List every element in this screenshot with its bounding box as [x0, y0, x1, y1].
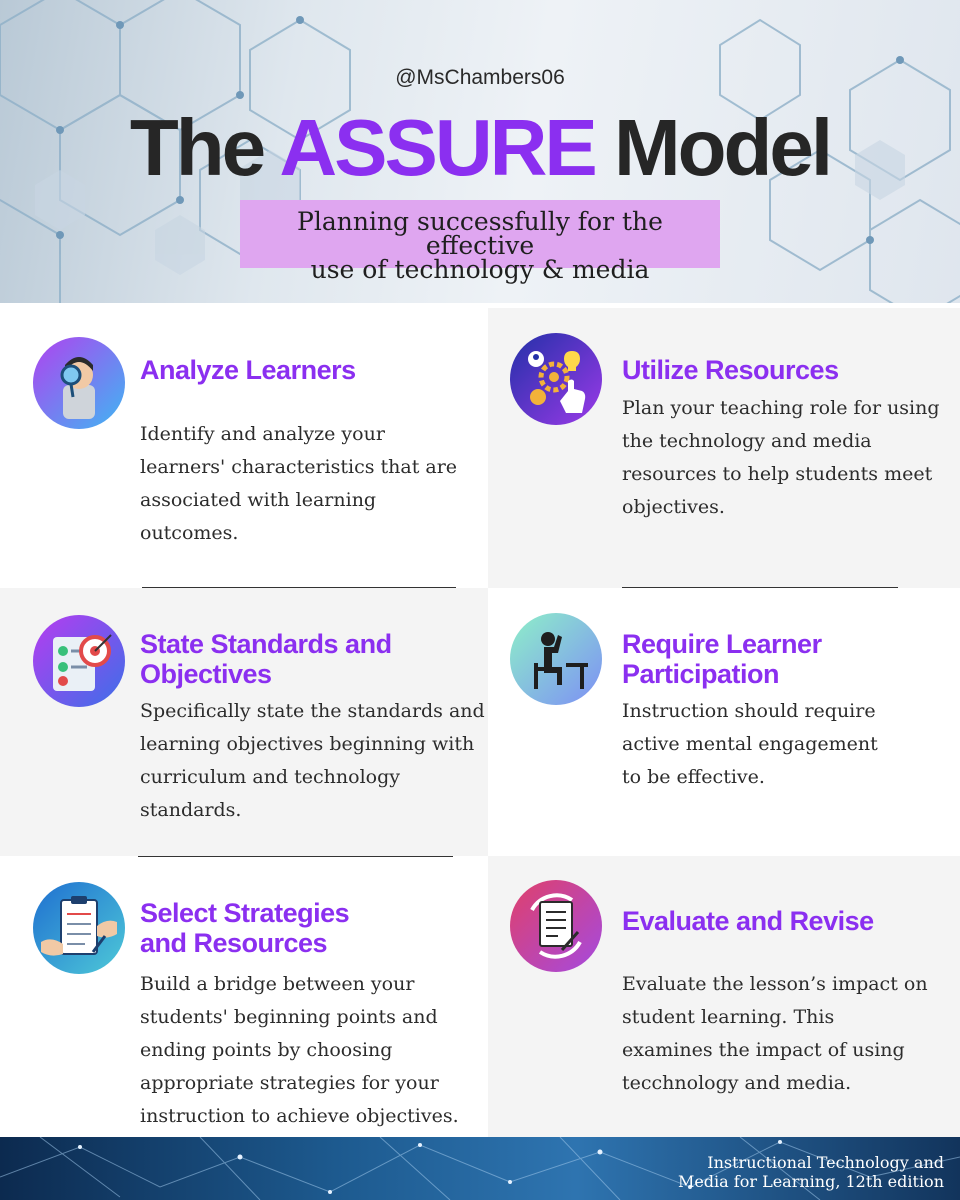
divider — [138, 856, 453, 857]
card-title-line1: Select Strategies — [140, 898, 350, 928]
body-line: ending points by choosing — [140, 1039, 393, 1061]
card-evaluate-revise: Evaluate and Revise Evaluate the lesson’… — [488, 856, 960, 1137]
citation-line2: Media for Learning, 12th edition — [677, 1172, 944, 1191]
body-line: Identify and analyze your — [140, 423, 385, 445]
card-title-line2: Participation — [622, 659, 780, 689]
card-body: Identify and analyze your learners' char… — [140, 418, 457, 550]
card-title: State Standards and Objectives — [140, 629, 392, 689]
header-banner: @MsChambers06 The ASSURE Model Planning … — [0, 0, 960, 303]
divider — [622, 587, 898, 588]
title-prefix: The — [129, 103, 266, 192]
body-line: appropriate strategies for your — [140, 1072, 439, 1094]
body-line: associated with learning — [140, 489, 377, 511]
body-line: the technology and media — [622, 430, 872, 452]
clipboard-strategy-icon — [33, 882, 125, 974]
body-line: instruction to achieve objectives. — [140, 1105, 459, 1127]
body-line: to be effective. — [622, 766, 765, 788]
title-suffix: Model — [614, 103, 833, 192]
subtitle-line2: use of technology & media — [310, 255, 650, 284]
card-title-line2: Objectives — [140, 659, 272, 689]
card-title-line1: Utilize Resources — [622, 355, 839, 385]
author-handle: @MsChambers06 — [395, 66, 565, 89]
divider — [142, 587, 456, 588]
card-title: Select Strategies and Resources — [140, 898, 350, 958]
card-select-strategies: Select Strategies and Resources Build a … — [0, 856, 488, 1137]
card-title-line2: and Resources — [140, 928, 328, 958]
body-line: objectives. — [622, 496, 725, 518]
card-title-line1: State Standards and — [140, 629, 392, 659]
footer-citation: Instructional Technology and Media for L… — [678, 1153, 944, 1191]
body-line: Build a bridge between your — [140, 973, 415, 995]
card-title: Require Learner Participation — [622, 629, 822, 689]
citation-line1: Instructional Technology and — [707, 1153, 944, 1172]
footer-banner: Instructional Technology and Media for L… — [0, 1137, 960, 1200]
card-title: Analyze Learners — [140, 355, 356, 385]
card-title: Utilize Resources — [622, 355, 839, 385]
target-checklist-icon — [33, 615, 125, 707]
gear-hand-resources-icon — [510, 333, 602, 425]
body-line: resources to help students meet — [622, 463, 933, 485]
card-title-line1: Analyze Learners — [140, 355, 356, 385]
body-line: student learning. This — [622, 1006, 835, 1028]
card-title-line1: Evaluate and Revise — [622, 906, 874, 936]
magnifier-learner-icon — [33, 337, 125, 429]
card-utilize-resources: Utilize Resources Plan your teaching rol… — [488, 308, 960, 588]
card-body: Instruction should require active mental… — [622, 695, 878, 794]
body-line: curriculum and technology — [140, 766, 400, 788]
card-state-standards: State Standards and Objectives Specifica… — [0, 588, 488, 857]
card-body: Build a bridge between your students' be… — [140, 968, 459, 1133]
card-title-line1: Require Learner — [622, 629, 822, 659]
card-require-participation: Require Learner Participation Instructio… — [488, 588, 960, 857]
body-line: outcomes. — [140, 522, 239, 544]
body-line: Specifically state the standards and — [140, 700, 485, 722]
card-analyze-learners: Analyze Learners Identify and analyze yo… — [0, 303, 488, 588]
card-body: Evaluate the lesson’s impact on student … — [622, 968, 928, 1100]
body-line: students' beginning points and — [140, 1006, 438, 1028]
body-line: learning objectives beginning with — [140, 733, 475, 755]
body-line: Instruction should require — [622, 700, 876, 722]
subtitle-line1: Planning successfully for the effective — [297, 207, 663, 260]
card-title: Evaluate and Revise — [622, 906, 874, 936]
body-line: learners' characteristics that are — [140, 456, 458, 478]
card-body: Specifically state the standards and lea… — [140, 695, 485, 827]
subtitle-banner: Planning successfully for the effective … — [240, 200, 720, 282]
title-accent: ASSURE — [279, 103, 597, 192]
student-desk-icon — [510, 613, 602, 705]
body-line: tecchnology and media. — [622, 1072, 852, 1094]
body-line: Evaluate the lesson’s impact on — [622, 973, 928, 995]
card-body: Plan your teaching role for using the te… — [622, 392, 940, 524]
body-line: Plan your teaching role for using — [622, 397, 940, 419]
page-title: The ASSURE Model — [0, 102, 960, 194]
body-line: examines the impact of using — [622, 1039, 905, 1061]
network-pattern-background — [0, 1137, 960, 1200]
document-revise-icon — [510, 880, 602, 972]
body-line: standards. — [140, 799, 242, 821]
body-line: active mental engagement — [622, 733, 878, 755]
